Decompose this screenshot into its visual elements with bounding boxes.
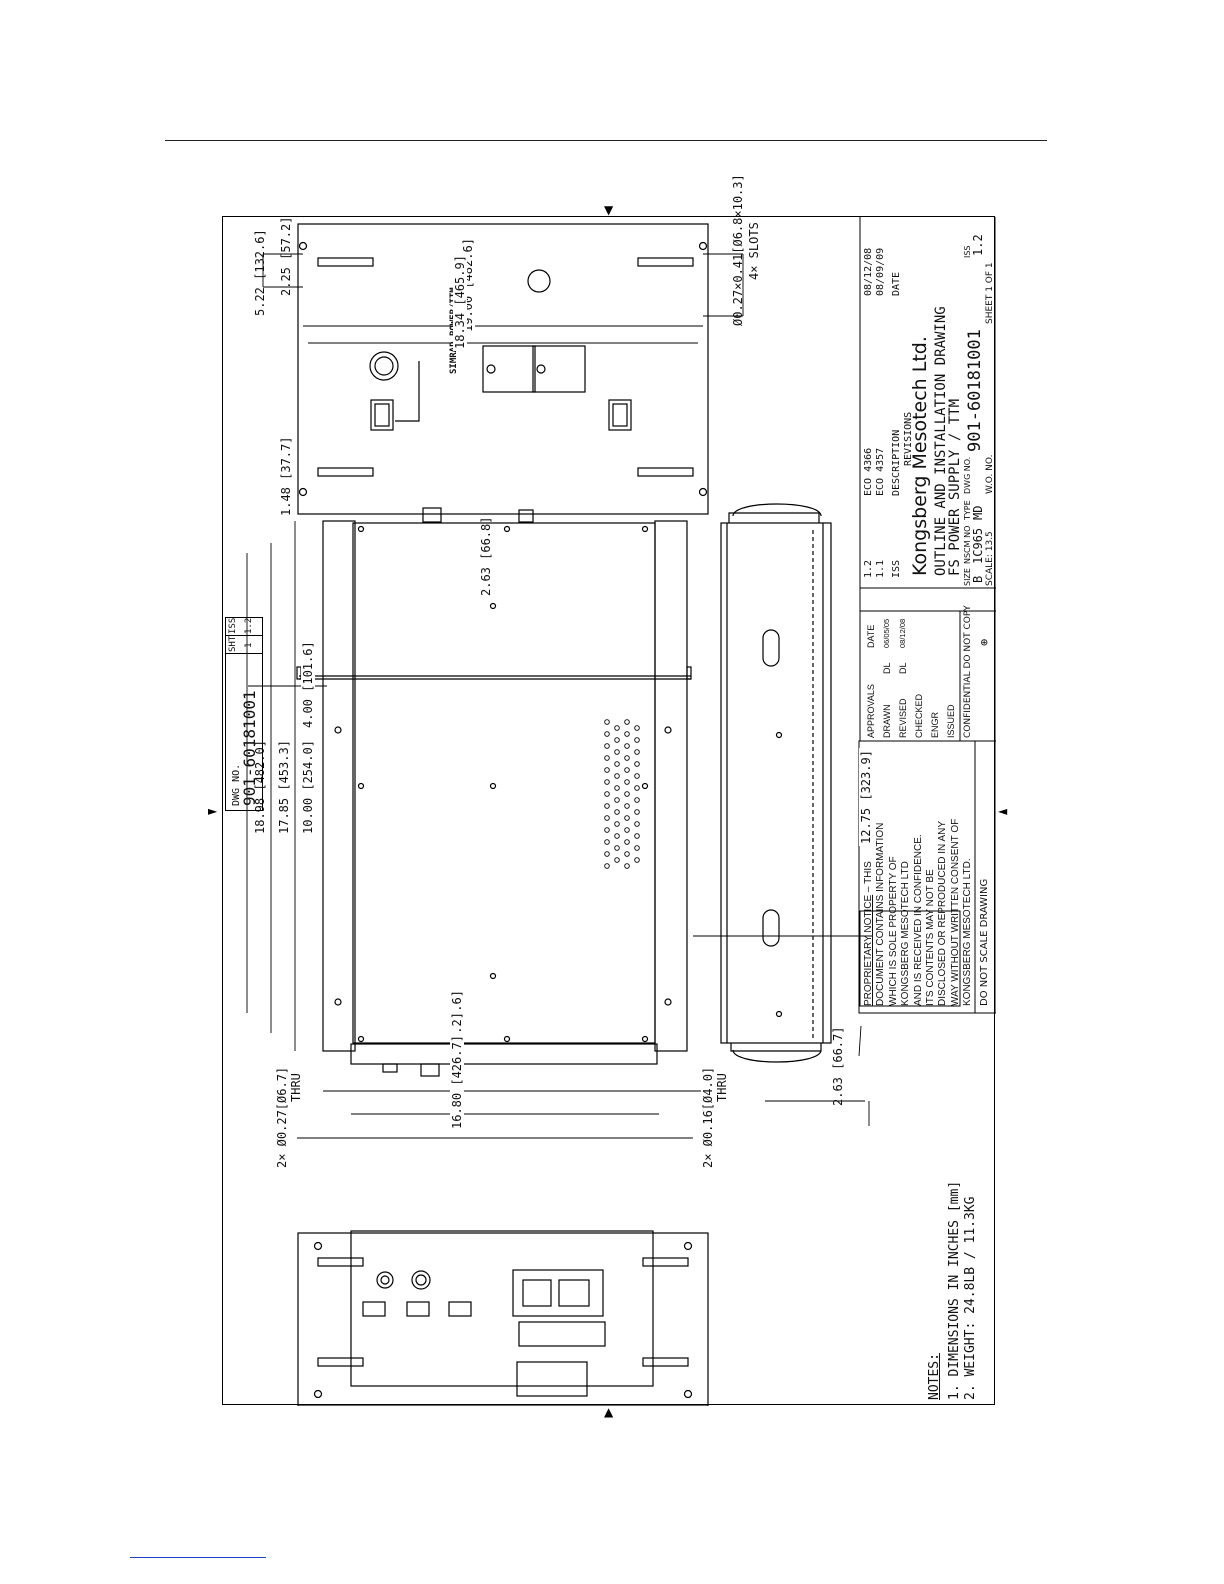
dwg-ref-sht-label: SHT [228,635,238,652]
title-block: Kongsberg Mesotech Ltd. OUTLINE AND INST… [909,218,995,586]
dimension-lines [246,253,873,1139]
dwg-ref-iss-label: ISS [228,617,238,634]
drawing-geometry [246,217,996,1406]
slots-size: Ø0.27×0.41[Ø6.8×10.3] [731,174,745,326]
side-view [720,503,832,1063]
top-view [296,507,692,1077]
projection-symbol-icon: ⊕ [977,638,991,646]
approvals-table: APPROVALS DATE DRAWN DL 06/05/05 REVISED DL 0… [863,612,959,738]
drawing-title-2: FS POWER SUPPLY / TTM [947,398,963,576]
approval-initials: DL [898,662,908,674]
dim-height-148: 1.48 [37.7] [279,436,293,516]
approvals-header-init [863,648,879,674]
hole-callout-1-thru: THRU [289,1073,303,1102]
dim-height-522: 5.22 [132.6] [253,229,267,316]
sheet-label: SHEET 1 OF 1 [985,262,995,324]
dim-2-63-top: 2.63 [66.8] [479,516,493,596]
approval-role: ENGR [930,711,940,738]
hole-callout-2: 2× Ø0.16[Ø4.0] [701,1066,715,1168]
approval-initials [927,648,943,674]
dim-2-63-bottom: 2.63 [66.7] [831,1026,845,1106]
revision-date: 08/12/08 [863,247,874,296]
proprietary-line: KONGSBERG MESOTECH LTD. [962,858,974,1006]
scale-label: SCALE: 13.5 [985,531,995,586]
center-mark-top: ▼ [604,203,614,217]
type-value: MD [971,505,985,520]
nscm-value: 1C965 [971,527,985,564]
approval-date: 06/05/05 [882,618,891,648]
drawing-canvas: SIMRAD POWER/TTM 19.00 [482.6] 18.34 [46… [223,174,996,1406]
proprietary-line: DISCLOSED OR REPRODUCED IN ANY [937,820,949,1006]
revision-desc: ECO 4357 [875,447,886,496]
proprietary-line: AND IS RECEIVED IN CONFIDENCE. [912,834,924,1006]
hole-callout-2-thru: THRU [715,1073,729,1102]
proprietary-line: DOCUMENT CONTAINS INFORMATION [875,822,887,1006]
approval-date: 08/12/08 [898,618,907,648]
hole-callout-1: 2× Ø0.27[Ø6.7] [275,1066,289,1168]
note-2: 2. WEIGHT: 24.8LB / 11.3KG [963,1196,978,1401]
vent-holes [604,719,640,869]
dim-17-85: 17.85 [453.3] [277,738,291,836]
approvals-header: APPROVALS [866,684,876,738]
approvals-header-date: DATE [866,624,876,648]
approval-role: REVISED [898,698,908,738]
proprietary-notice: PROPRIETARY NOTICE – THIS DOCUMENT CONTA… [863,746,973,1006]
center-mark-left: ► [208,804,218,818]
confidential-label: CONFIDENTIAL DO NOT COPY [963,605,973,738]
dwg-no-value: 901-60181001 [965,329,985,452]
proprietary-title-suffix: – THIS [863,861,874,895]
title-block-frames [858,217,996,1014]
rear-view [297,1230,709,1406]
approval-role: DRAWN [882,704,892,738]
proprietary-line: WHICH IS SOLE PROPERTY OF [887,856,899,1006]
notes-title: NOTES: [927,1353,942,1400]
dwg-no-label: DWG NO. [963,456,972,494]
drawing-sheet: SIMRAD POWER/TTM 19.00 [482.6] 18.34 [46… [222,174,996,1406]
dim-width-18: 18.34 [465.9] [453,253,467,351]
note-1: 1. DIMENSIONS IN INCHES [mm] [947,1180,962,1400]
approval-role: CHECKED [914,693,924,738]
company-name: Kongsberg Mesotech Ltd. [909,336,931,576]
proprietary-line: KONGSBERG MESOTECH LTD [900,861,912,1006]
slots-label: 4× SLOTS [747,222,761,280]
center-mark-right: ◄ [998,804,1008,818]
dim-4-00: 4.00 [101.6] [301,639,315,730]
approval-initials [943,648,959,674]
revision-iss: 1.1 [875,559,886,578]
approval-initials [911,648,927,674]
revisions-header-desc: DESCRIPTION [891,429,902,496]
dwg-ref-box: DWG NO. 901-60181001 SHT 1 ISS 1.2 [225,617,263,811]
proprietary-title: PROPRIETARY NOTICE [863,894,874,1006]
revisions-header-date: DATE [891,271,902,296]
do-not-scale: DO NOT SCALE DRAWING [979,878,990,1006]
proprietary-line: ITS CONTENTS MAY NOT BE [925,869,937,1006]
dim-16-80: 16.80 [426.7] [450,1033,464,1131]
page-header-rule [165,140,1047,141]
center-mark-bottom: ▲ [604,1405,614,1419]
revision-desc: ECO 4366 [863,447,874,496]
dwg-ref-sht-value: 1 [244,642,254,648]
revision-date: 08/09/09 [875,247,886,296]
iss-value: 1.2 [971,234,985,256]
dim-10-00: 10.00 [254.0] [301,738,315,836]
size-value: B [971,575,985,583]
revision-iss: 1.2 [863,559,874,578]
proprietary-line: WAY WITHOUT WRITTEN CONSENT OF [949,818,961,1006]
approval-role: ISSUED [946,704,956,738]
dwg-ref-number: 901-60181001 [240,690,259,806]
approval-initials: DL [882,662,892,674]
dwg-ref-iss-value: 1.2 [244,617,254,634]
footer-link-rule [130,1557,266,1558]
front-panel-view [297,223,709,515]
dim-height-225: 2.25 [57.2] [279,216,293,296]
revisions-header-iss: ISS [891,559,902,578]
wo-label: W.O. NO. [985,454,995,494]
